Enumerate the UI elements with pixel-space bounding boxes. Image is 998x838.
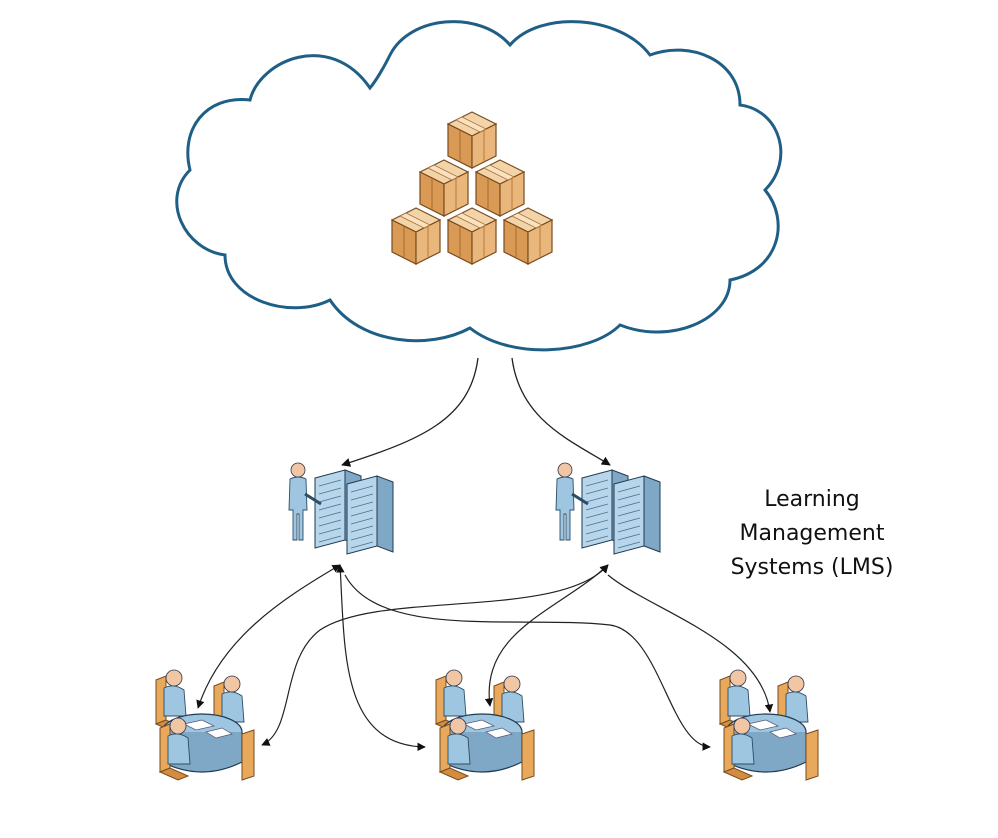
edge-server-2-to-group-3 [607,574,774,713]
edge-server-2-to-group-2 [484,564,609,707]
meeting-table-icon [720,670,818,780]
meeting-table-icon [156,670,254,780]
admin-server-rack-icon [555,462,661,555]
lms-label-line-1: Learning [764,487,860,512]
admin-server-rack-icon [288,462,394,555]
lms-label: Learning Management Systems (LMS) [712,483,912,585]
edge-server-1-to-group-3 [344,574,711,751]
edge-server-1-to-group-2 [336,564,426,752]
edge-cloud-to-server-2 [511,357,611,466]
edge-server-2-to-group-1 [261,564,609,746]
lms-label-line-2: Management [739,521,885,546]
lms-label-line-3: Systems (LMS) [730,555,894,580]
edge-cloud-to-server-1 [341,357,479,467]
meeting-table-icon [436,670,534,780]
